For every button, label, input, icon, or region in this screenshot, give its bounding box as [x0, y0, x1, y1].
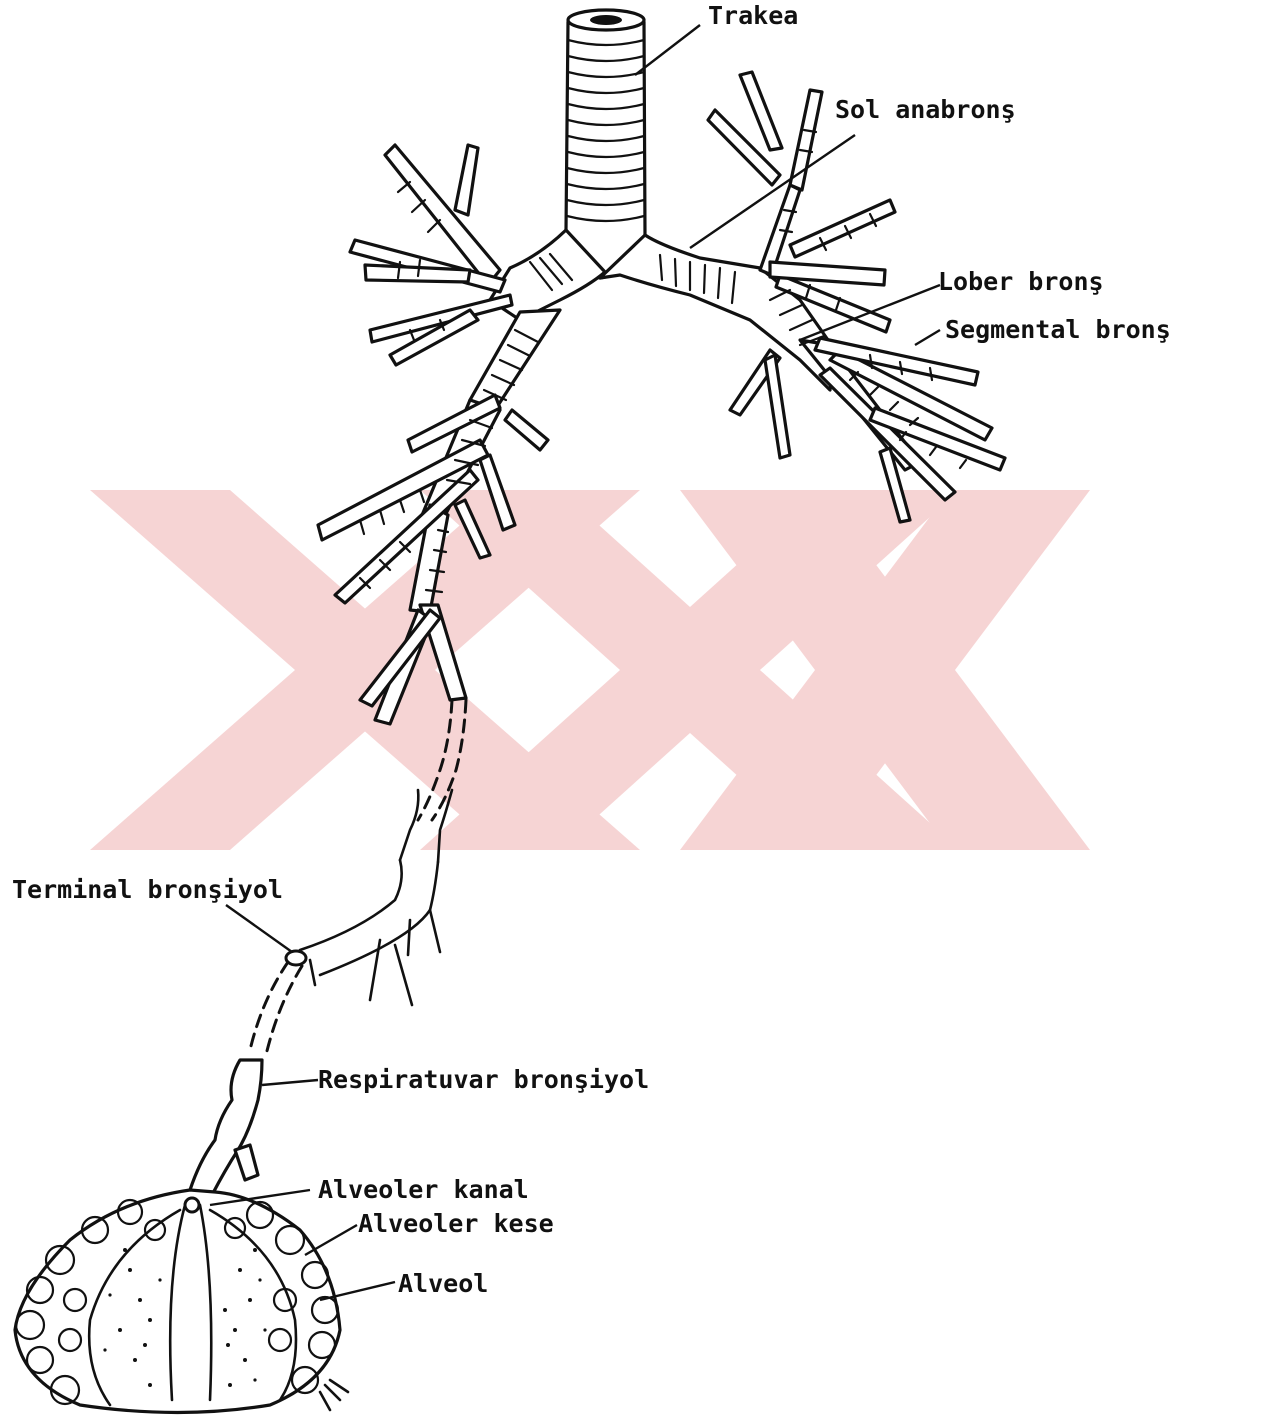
alveolar-sac-cluster	[15, 1190, 348, 1413]
left-main-bronchus	[600, 72, 1005, 522]
label-terminal-bronsiyol: Terminal bronşiyol	[12, 875, 283, 904]
label-alveol: Alveol	[398, 1269, 488, 1298]
label-respiratuvar-bronsiyol: Respiratuvar bronşiyol	[318, 1065, 649, 1094]
label-sol-anabrons: Sol anabronş	[835, 95, 1016, 124]
watermark-logo	[90, 490, 1090, 850]
label-segmental-brons: Segmental bronş	[945, 315, 1171, 344]
trachea	[530, 10, 645, 278]
label-trakea: Trakea	[708, 1, 798, 30]
respiratory-bronchiole	[190, 962, 302, 1195]
label-lober-brons: Lober bronş	[938, 267, 1104, 296]
label-alveoler-kese: Alveoler kese	[358, 1209, 554, 1238]
label-alveoler-kanal: Alveoler kanal	[318, 1175, 529, 1204]
